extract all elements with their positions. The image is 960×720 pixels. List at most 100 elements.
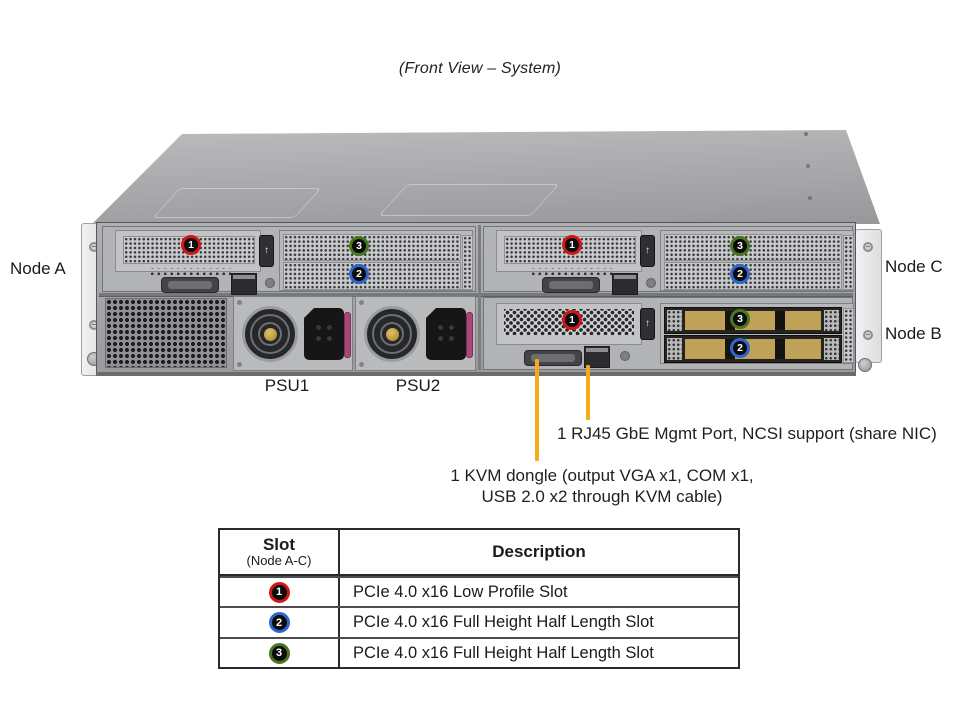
- lid-panel-outline: [152, 188, 322, 218]
- slot-latch: ↑: [259, 235, 274, 267]
- vent-block: [462, 235, 473, 290]
- slot2-badge: 2: [349, 264, 369, 284]
- rj45-callout-text: 1 RJ45 GbE Mgmt Port, NCSI support (shar…: [557, 424, 937, 443]
- ac-inlet: [426, 308, 466, 360]
- up-arrow-icon: ↑: [645, 245, 650, 256]
- card-vent-pad: [824, 310, 839, 331]
- slot2-badge: 2: [268, 612, 290, 633]
- full-height-slot-housing: [660, 230, 854, 291]
- node-a-rear: ↑ 1 3 2: [102, 226, 476, 295]
- slot2-bracket: [283, 262, 461, 290]
- psu-screw: [359, 362, 364, 367]
- full-height-slot-housing: [279, 230, 473, 291]
- slot-description-table: Slot (Node A-C) Description 1 PCIe 4.0 x…: [218, 528, 740, 669]
- slot-cell: 1: [220, 578, 340, 606]
- slot3-badge: 3: [268, 642, 290, 664]
- fan-ring: [372, 314, 412, 354]
- vent-block: [843, 308, 854, 363]
- psu-release-lever: [344, 312, 351, 358]
- slot-cell: 2: [220, 608, 340, 637]
- fan-hub: [385, 327, 399, 341]
- node-b-label: Node B: [885, 324, 942, 343]
- description-cell: PCIe 4.0 x16 Full Height Half Length Slo…: [353, 613, 654, 631]
- kvm-callout-text: 1 KVM dongle (output VGA x1, COM x1, USB…: [372, 466, 832, 507]
- description-column-header: Description: [492, 542, 586, 561]
- psu-fan: [242, 306, 298, 362]
- kvm-callout-line1: 1 KVM dongle (output VGA x1, COM x1,: [450, 466, 754, 485]
- ear-screw: [863, 242, 873, 252]
- rear-panel: ↑ 1 3 2 ↑ 1 3 2 ↑: [96, 222, 856, 373]
- table-header-row: Slot (Node A-C) Description: [220, 530, 738, 576]
- slot3-badge: 3: [730, 309, 750, 329]
- slot1-badge: 1: [562, 235, 582, 255]
- rj45-mgmt-port: [584, 346, 610, 368]
- up-arrow-icon: ↑: [645, 318, 650, 329]
- qsfp-ports: [685, 311, 821, 330]
- table-row: 1 PCIe 4.0 x16 Low Profile Slot: [220, 576, 738, 606]
- node-c-rear: ↑ 1 3 2: [483, 226, 854, 295]
- psu-screw: [359, 300, 364, 305]
- fan-ring: [258, 322, 282, 346]
- ac-inlet: [304, 308, 344, 360]
- table-row: 2 PCIe 4.0 x16 Full Height Half Length S…: [220, 606, 738, 637]
- slot1-badge: 1: [562, 310, 582, 330]
- lid-screw: [808, 196, 812, 200]
- slot2-installed-card: [664, 335, 842, 363]
- psu-screw: [237, 362, 242, 367]
- fan-hub: [263, 327, 277, 341]
- diagram-title: (Front View – System): [398, 60, 562, 77]
- slot2-badge: 2: [730, 338, 750, 358]
- card-vent-pad: [667, 310, 682, 331]
- rj45-mgmt-port: [612, 273, 638, 295]
- description-cell: PCIe 4.0 x16 Full Height Half Length Slo…: [353, 643, 654, 662]
- slot2-bracket: [664, 262, 842, 290]
- slot-latch: ↑: [640, 235, 655, 267]
- node-c-label: Node C: [885, 257, 943, 276]
- psu2-label: PSU2: [395, 376, 441, 395]
- slot2-badge: 2: [730, 264, 750, 284]
- slot1-badge: 1: [268, 581, 290, 603]
- slot3-installed-card: [664, 307, 842, 334]
- slot-header-subtitle: (Node A-C): [246, 553, 312, 568]
- fan-ring: [380, 322, 404, 346]
- slot3-badge: 3: [730, 236, 750, 256]
- ear-bolt: [858, 358, 872, 372]
- right-rack-ear: [855, 229, 882, 363]
- card-vent-pad: [824, 338, 839, 360]
- psu1-label: PSU1: [264, 376, 310, 395]
- ear-screw: [863, 330, 873, 340]
- card-vent-pad: [667, 338, 682, 360]
- chassis-lid: [92, 130, 880, 224]
- qsfp-ports: [685, 339, 821, 359]
- psu1-module: [233, 296, 353, 371]
- kvm-callout-line: [535, 359, 539, 461]
- chassis-vent: [105, 298, 227, 368]
- uid-button: [265, 278, 275, 288]
- slot-cell: 3: [220, 639, 340, 667]
- psu2-module: [355, 296, 476, 371]
- psu-screw: [237, 300, 242, 305]
- kvm-callout-line2: USB 2.0 x2 through KVM cable): [481, 486, 723, 506]
- slot3-bracket: [664, 234, 842, 261]
- psu-fan: [364, 306, 420, 362]
- description-cell: PCIe 4.0 x16 Low Profile Slot: [353, 582, 568, 601]
- kvm-dongle-connector: [524, 350, 582, 366]
- fan-ring: [250, 314, 290, 354]
- uid-button: [646, 278, 656, 288]
- lid-screw: [806, 164, 810, 168]
- panel-divider: [99, 293, 853, 297]
- chassis-base-edge: [96, 372, 856, 376]
- lid-screw: [804, 132, 808, 136]
- kvm-dongle-connector: [542, 277, 600, 293]
- slot-column-header: Slot (Node A-C): [220, 530, 340, 574]
- vent-hole-strip: [147, 268, 231, 275]
- kvm-dongle-connector: [161, 277, 219, 293]
- up-arrow-icon: ↑: [264, 245, 269, 256]
- rj45-callout-line: [586, 365, 590, 420]
- slot-header-title: Slot: [262, 535, 296, 554]
- vent-hole-strip: [528, 268, 612, 275]
- lid-panel-outline: [378, 184, 560, 216]
- table-row: 3 PCIe 4.0 x16 Full Height Half Length S…: [220, 637, 738, 667]
- slot3-badge: 3: [349, 236, 369, 256]
- node-a-label: Node A: [10, 259, 66, 278]
